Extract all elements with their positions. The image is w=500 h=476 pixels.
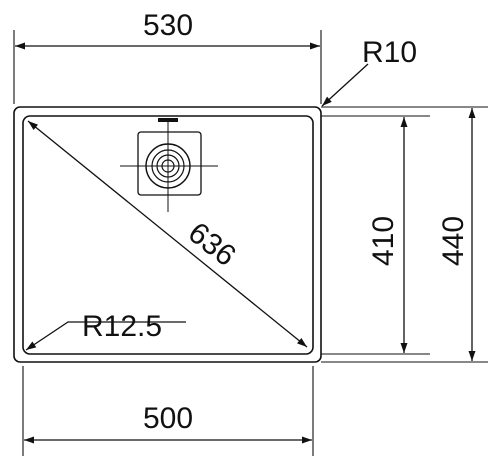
outer-rim	[13, 106, 322, 363]
outer-radius-leader	[321, 63, 369, 107]
diagonal-dimension-label: 636	[182, 216, 242, 273]
drain-overflow-tab	[158, 118, 178, 122]
outer-width-label: 530	[143, 9, 193, 42]
inner-radius-label: R12.5	[82, 310, 162, 343]
outer-height-label: 440	[437, 216, 470, 266]
outer-radius-label: R10	[362, 36, 417, 69]
inner-radius-leader	[25, 321, 186, 351]
diagonal-dimension-line	[27, 120, 308, 348]
inner-height-label: 410	[367, 216, 400, 266]
drain-fitting	[120, 118, 218, 212]
inner-bowl	[22, 115, 314, 355]
drain-plate	[137, 131, 202, 196]
inner-width-label: 500	[143, 402, 193, 435]
